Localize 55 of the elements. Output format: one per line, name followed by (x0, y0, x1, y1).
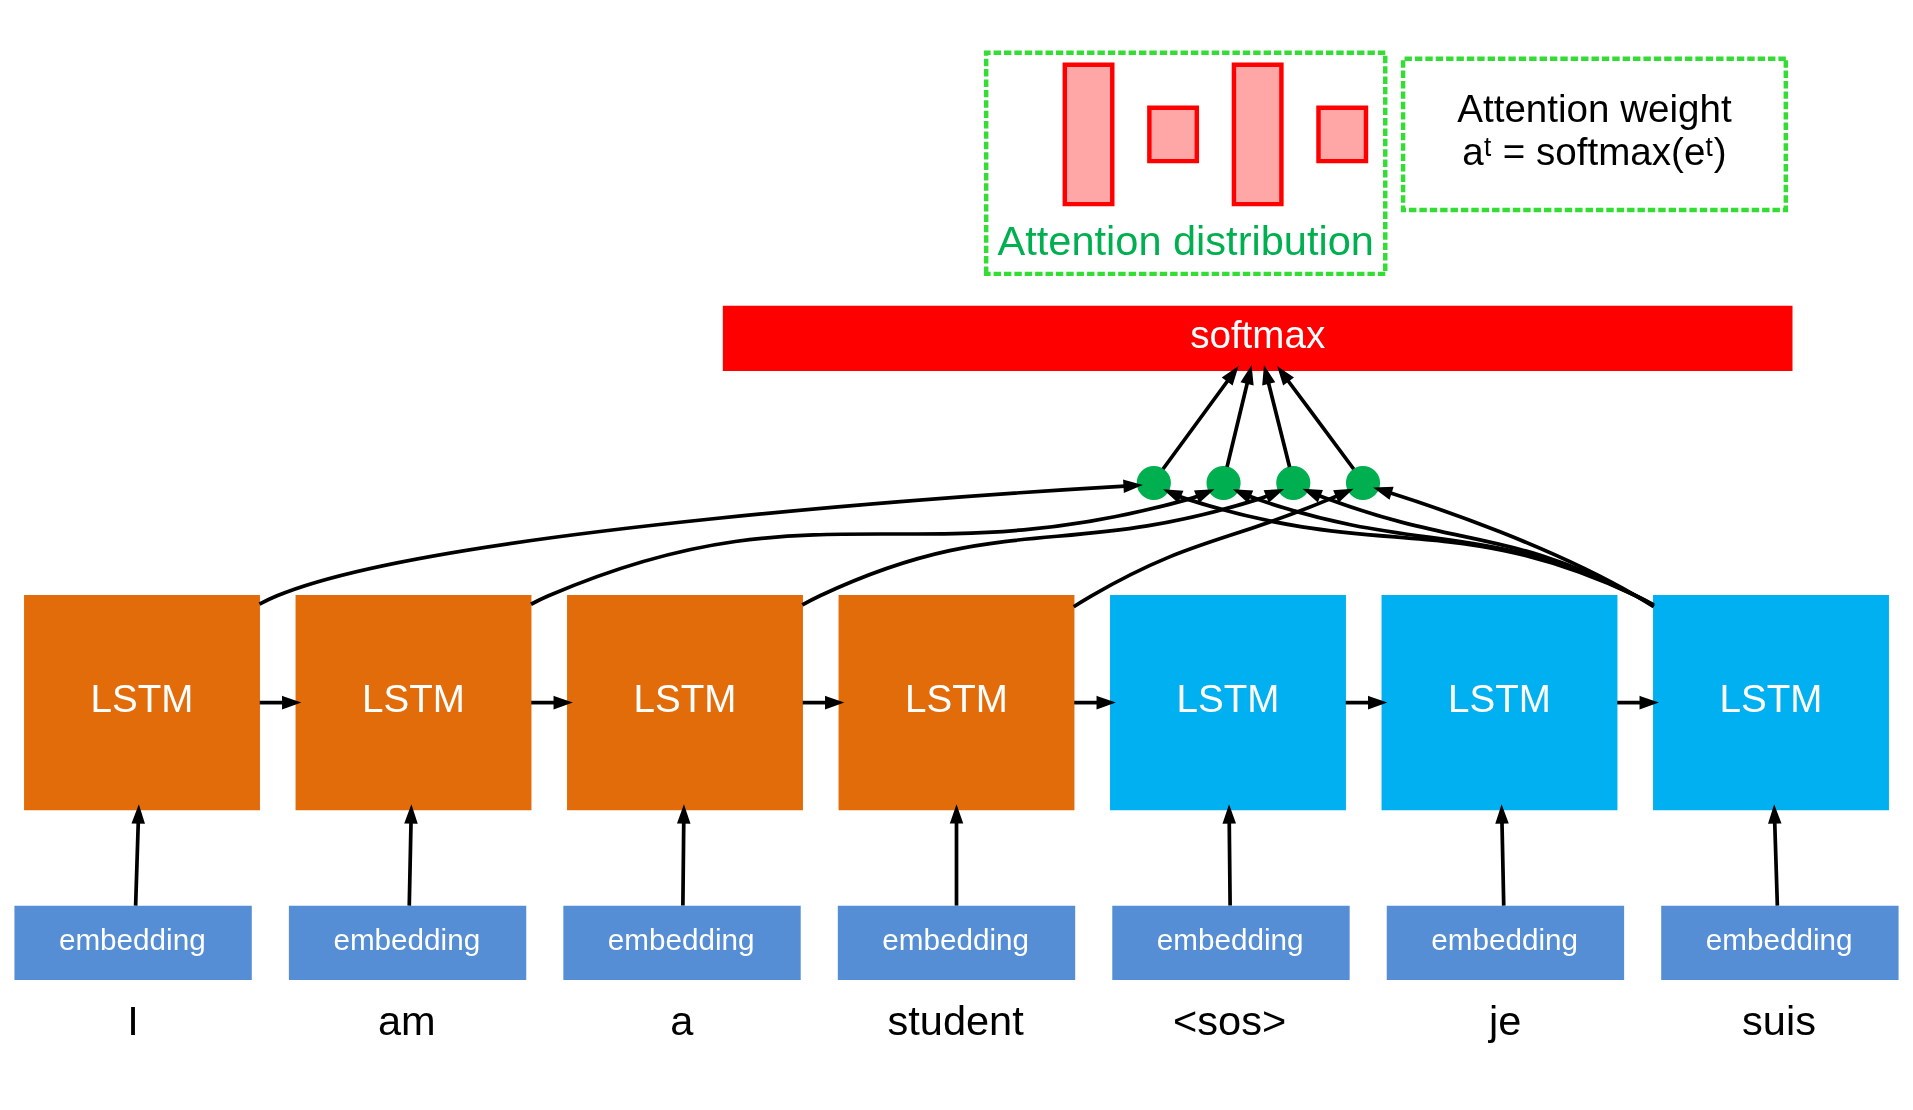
node-circle (1276, 466, 1311, 501)
node-box: embedding (1386, 905, 1625, 981)
arrow (131, 804, 145, 906)
node-box: embedding (14, 905, 252, 981)
node-bar (1231, 62, 1284, 207)
node-box: LSTM (1110, 595, 1346, 811)
arrow (1373, 486, 1655, 609)
node-bar (1147, 105, 1200, 164)
node-label: <sos> (1173, 996, 1287, 1044)
node-box: LSTM (1381, 595, 1618, 811)
arrow (677, 804, 691, 906)
node-box: LSTM (1653, 595, 1889, 811)
node-bar (1062, 62, 1115, 207)
node-box: embedding (563, 905, 801, 981)
node-circle (1345, 466, 1381, 501)
arrow (259, 695, 302, 710)
node-label: a (670, 996, 694, 1044)
arrow (530, 489, 1215, 606)
node-label: I (127, 996, 139, 1044)
node-box: LSTM (567, 595, 803, 811)
arrow (404, 804, 418, 906)
arrow (1161, 365, 1239, 471)
node-circle (1136, 466, 1171, 501)
arrow (802, 695, 845, 710)
node-bar (1316, 105, 1369, 164)
arrow (1768, 804, 1782, 906)
arrow (1495, 804, 1509, 906)
node-box: LSTM (24, 595, 260, 811)
arrow (1072, 488, 1354, 609)
arrow (258, 479, 1143, 606)
arrow (801, 489, 1285, 607)
arrow (1262, 365, 1292, 468)
node-box: embedding (288, 905, 527, 981)
node-label: student (887, 996, 1024, 1044)
node-box: softmax (722, 305, 1793, 372)
arrow (1617, 695, 1659, 710)
arrow (1277, 365, 1356, 471)
node-box: embedding (837, 905, 1076, 981)
arrow (949, 804, 964, 906)
node-box: LSTM (295, 595, 532, 811)
node-label: je (1489, 996, 1522, 1044)
node-box: embedding (1112, 905, 1350, 981)
arrow (531, 695, 573, 710)
node-circle (1206, 466, 1241, 501)
node-label: suis (1742, 996, 1816, 1044)
cluster: Attention distribution (983, 50, 1388, 277)
arrow (1225, 365, 1254, 468)
node-box: embedding (1661, 905, 1899, 981)
arrow (1074, 695, 1116, 710)
node-label: am (377, 996, 436, 1044)
arrow (1345, 695, 1388, 710)
arrow (1302, 488, 1655, 608)
node-box: Attention weight aᵗ = softmax(eᵗ) (1400, 56, 1789, 213)
arrow (1222, 804, 1236, 906)
node-box: LSTM (838, 595, 1075, 811)
